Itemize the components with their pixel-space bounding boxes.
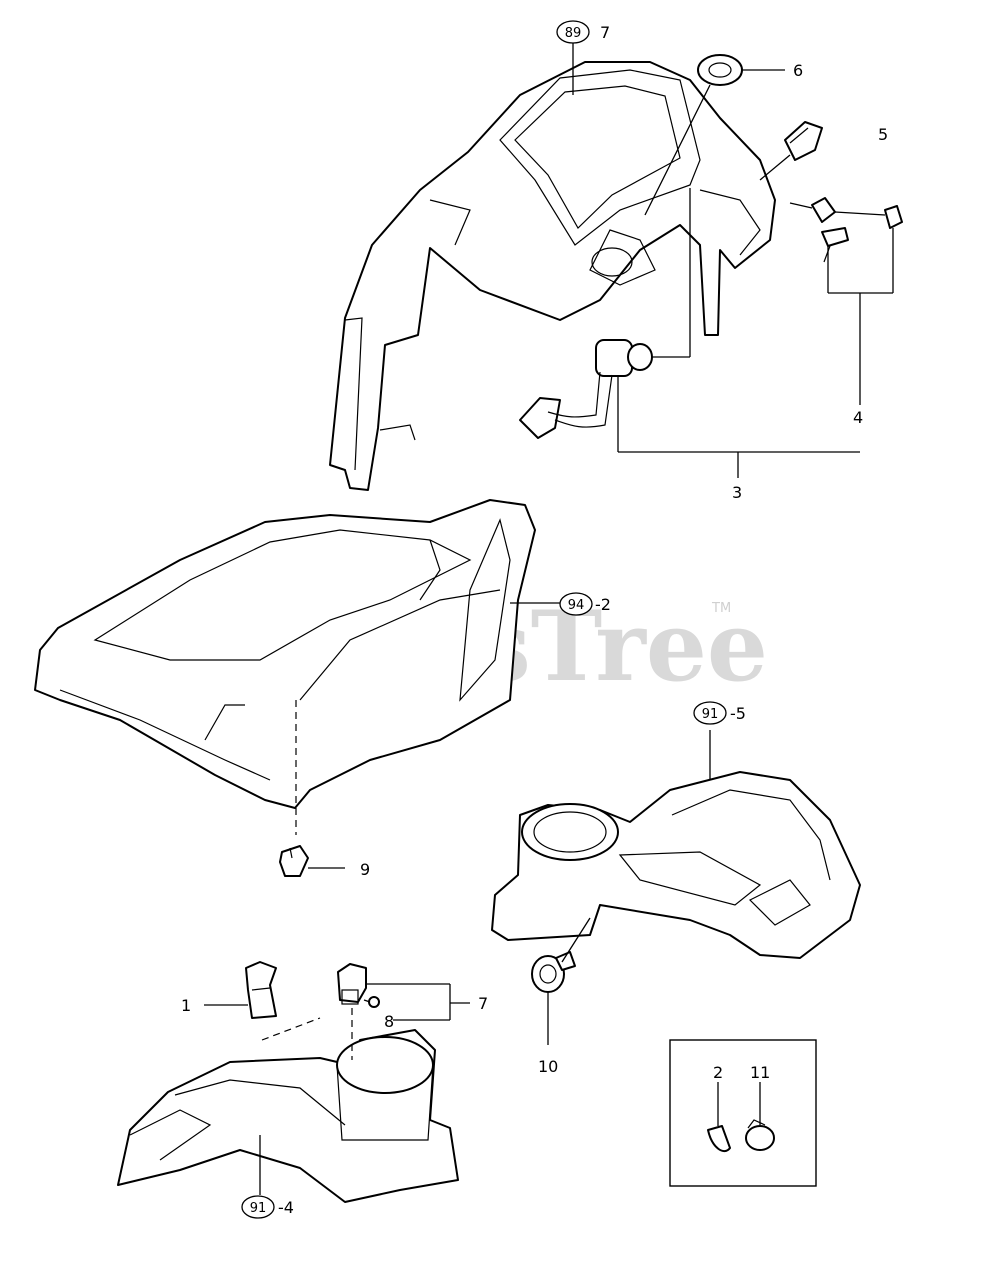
part-8-screw[interactable] [363, 996, 380, 1008]
part-4-ignition-key[interactable] [789, 197, 903, 263]
callout-91-5: 91 -5 [693, 701, 746, 725]
inset-callout-2: 2 [713, 1063, 723, 1082]
part-7-switch[interactable] [337, 963, 367, 1005]
part-2-clip[interactable] [707, 1125, 731, 1153]
part-3-ignition-switch[interactable] [519, 339, 653, 439]
part-1-lever[interactable] [245, 961, 277, 1019]
callout-89-7: 89 7 [556, 20, 610, 95]
callout-89-circle-text: 89 [565, 26, 582, 41]
callout-10: 10 [538, 1057, 558, 1076]
callout-3: 3 [732, 483, 742, 502]
part-11-clamp[interactable] [745, 1119, 775, 1151]
callout-94-circle-text: 94 [568, 598, 585, 613]
callout-89-suffix: 7 [600, 23, 610, 42]
callout-91-4-suffix: -4 [278, 1198, 294, 1217]
callout-8: 8 [384, 1012, 394, 1031]
fender-left-part[interactable] [117, 1029, 459, 1203]
inset-box [669, 1039, 817, 1187]
callout-6: 6 [793, 61, 803, 80]
callout-4: 4 [853, 408, 863, 427]
inset-callout-11: 11 [750, 1063, 770, 1082]
part-5-clip[interactable] [784, 121, 823, 161]
trademark-mark: TM [711, 601, 731, 616]
fender-right-part[interactable] [491, 771, 861, 959]
callout-94-suffix: -2 [595, 595, 611, 614]
dash-panel-part[interactable] [329, 61, 776, 491]
callout-7: 7 [478, 994, 488, 1013]
part-9-seat-plug[interactable] [279, 845, 309, 877]
part-10-knob[interactable] [531, 951, 576, 993]
callout-91-5-suffix: -5 [730, 704, 746, 723]
part-6-cap[interactable] [697, 54, 743, 86]
callout-91-4: 91 -4 [241, 1195, 294, 1219]
callout-9: 9 [360, 860, 370, 879]
callout-94-2: 94 -2 [559, 592, 611, 616]
callout-91-5-circle-text: 91 [702, 707, 719, 722]
callout-91-4-circle-text: 91 [250, 1201, 267, 1216]
seat-part[interactable] [34, 499, 536, 809]
callout-5: 5 [878, 125, 888, 144]
callout-1: 1 [181, 996, 191, 1015]
